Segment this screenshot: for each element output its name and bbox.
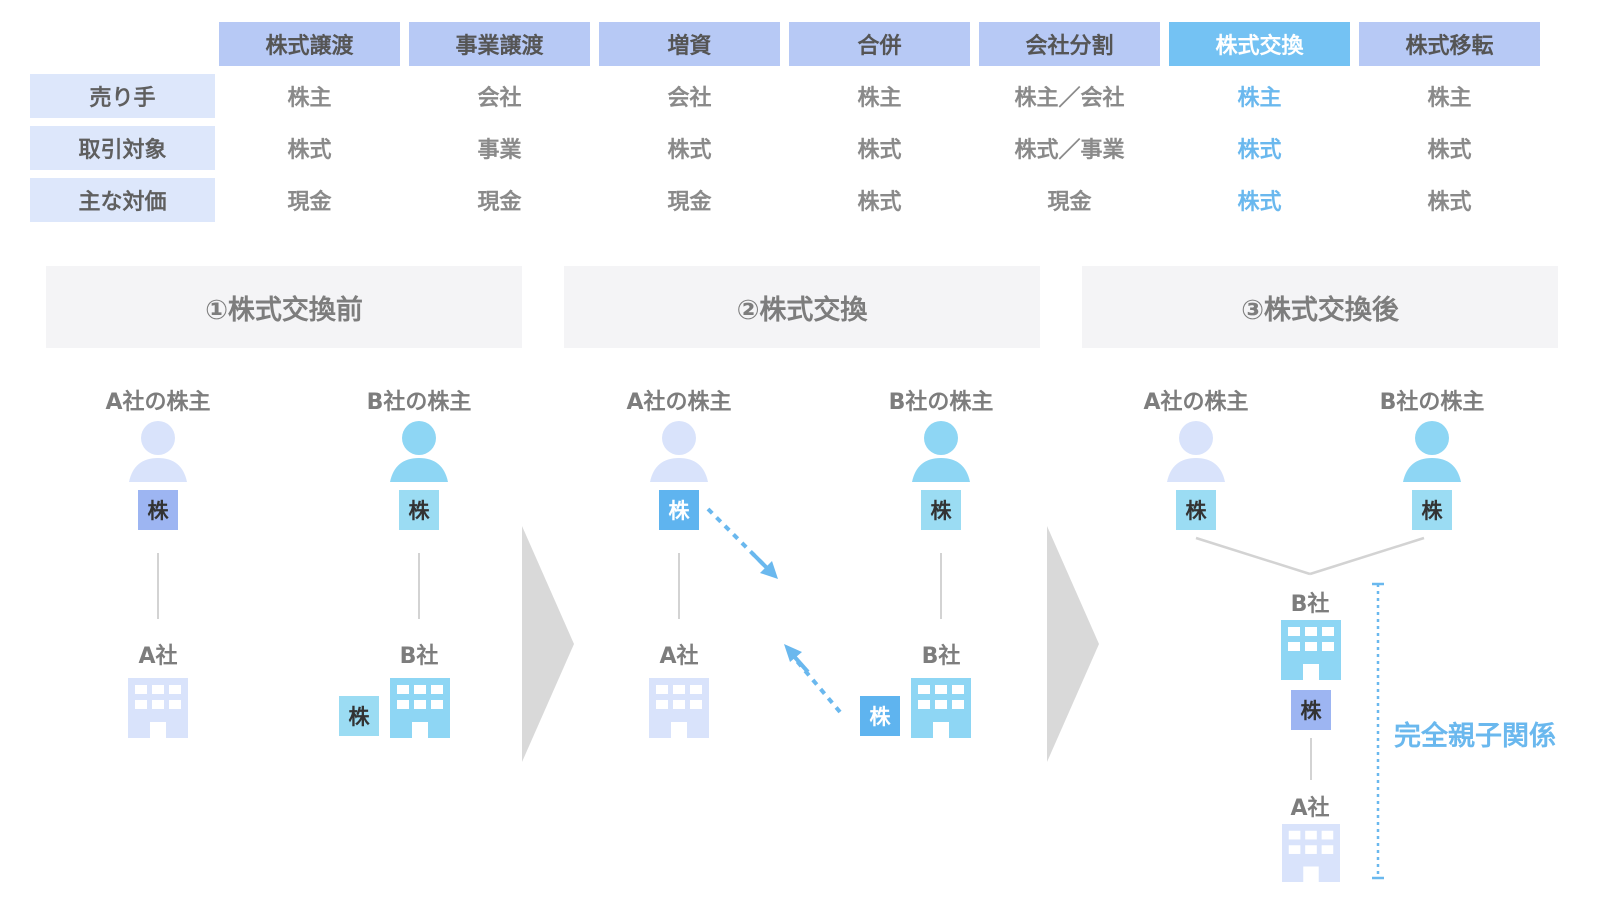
relation-label: 完全親子関係 [1394, 721, 1556, 752]
company-a-label: A社 [659, 644, 699, 669]
column-header: 増資 [599, 22, 780, 66]
company-b-label: B社 [921, 644, 961, 669]
share-badge-b: 株 [921, 490, 961, 530]
column-header: 株式移転 [1359, 22, 1540, 66]
person-icon [129, 421, 187, 482]
company-share-badge-b: 株 [339, 696, 379, 736]
person-icon [912, 421, 970, 482]
table-cell: 会社 [667, 86, 712, 111]
building-icon [649, 678, 709, 738]
table-cell: 株主 [287, 86, 332, 111]
step-3-title: ③株式交換後 [1082, 266, 1558, 348]
company-a-label: A社 [138, 644, 178, 669]
share-badge-a: 株 [1176, 490, 1216, 530]
table-cell: 株式 [1427, 190, 1472, 215]
table-cell: 株式 [287, 138, 332, 163]
table-cell: 現金 [1047, 190, 1092, 215]
table-cell-highlighted: 株式 [1237, 190, 1282, 215]
person-icon [390, 421, 448, 482]
company-a-label: A社 [1290, 796, 1330, 821]
table-cell-highlighted: 株式 [1237, 138, 1282, 163]
building-icon [911, 678, 971, 738]
chevron-right-icon [1047, 526, 1099, 762]
table-cell-highlighted: 株主 [1237, 86, 1282, 111]
person-icon [650, 421, 708, 482]
table-cell: 株式 [667, 138, 712, 163]
exchange-arrow-icon [784, 644, 842, 714]
shareholder-b-label: B社の株主 [366, 390, 472, 415]
company-b-label: B社 [1290, 592, 1330, 617]
table-cell: 株式 [1427, 138, 1472, 163]
building-icon [128, 678, 188, 738]
shareholder-a-label: A社の株主 [626, 390, 732, 415]
connector-line [940, 553, 942, 619]
share-badge-a: 株 [659, 490, 699, 530]
connector-line [418, 553, 420, 619]
table-cell: 事業 [477, 138, 522, 163]
share-badge-held: 株 [1291, 690, 1331, 730]
chevron-right-icon [522, 526, 574, 762]
table-cell: 株式 [857, 138, 902, 163]
building-icon [1281, 620, 1341, 680]
column-header-highlighted: 株式交換 [1169, 22, 1350, 66]
table-cell: 現金 [287, 190, 332, 215]
shareholder-a-label: A社の株主 [105, 390, 211, 415]
merge-lines [1195, 536, 1425, 576]
table-cell: 株主 [1427, 86, 1472, 111]
shareholder-b-label: B社の株主 [1379, 390, 1485, 415]
step-1-title: ①株式交換前 [46, 266, 522, 348]
connector-line [157, 553, 159, 619]
step-2-title: ②株式交換 [564, 266, 1040, 348]
company-b-label: B社 [399, 644, 439, 669]
share-badge-b: 株 [399, 490, 439, 530]
connector-line [1310, 738, 1312, 780]
table-cell: 株主／会社 [1014, 86, 1125, 111]
building-icon [1282, 824, 1340, 882]
table-cell: 現金 [667, 190, 712, 215]
person-icon [1167, 421, 1225, 482]
column-header: 株式譲渡 [219, 22, 400, 66]
connector-line [678, 553, 680, 619]
building-icon [390, 678, 450, 738]
table-cell: 株主 [857, 86, 902, 111]
company-share-badge-b: 株 [860, 696, 900, 736]
shareholder-a-label: A社の株主 [1143, 390, 1249, 415]
table-cell: 現金 [477, 190, 522, 215]
table-cell: 会社 [477, 86, 522, 111]
exchange-arrow-icon [706, 507, 778, 579]
shareholder-b-label: B社の株主 [888, 390, 994, 415]
row-label-seller: 売り手 [30, 74, 215, 118]
column-header: 事業譲渡 [409, 22, 590, 66]
relation-bracket [1372, 582, 1384, 880]
table-cell: 株式／事業 [1014, 138, 1125, 163]
row-label-consideration: 主な対価 [30, 178, 215, 222]
person-icon [1403, 421, 1461, 482]
share-badge-b: 株 [1412, 490, 1452, 530]
column-header: 合併 [789, 22, 970, 66]
column-header: 会社分割 [979, 22, 1160, 66]
table-cell: 株式 [857, 190, 902, 215]
share-badge-a: 株 [138, 490, 178, 530]
row-label-target: 取引対象 [30, 126, 215, 170]
